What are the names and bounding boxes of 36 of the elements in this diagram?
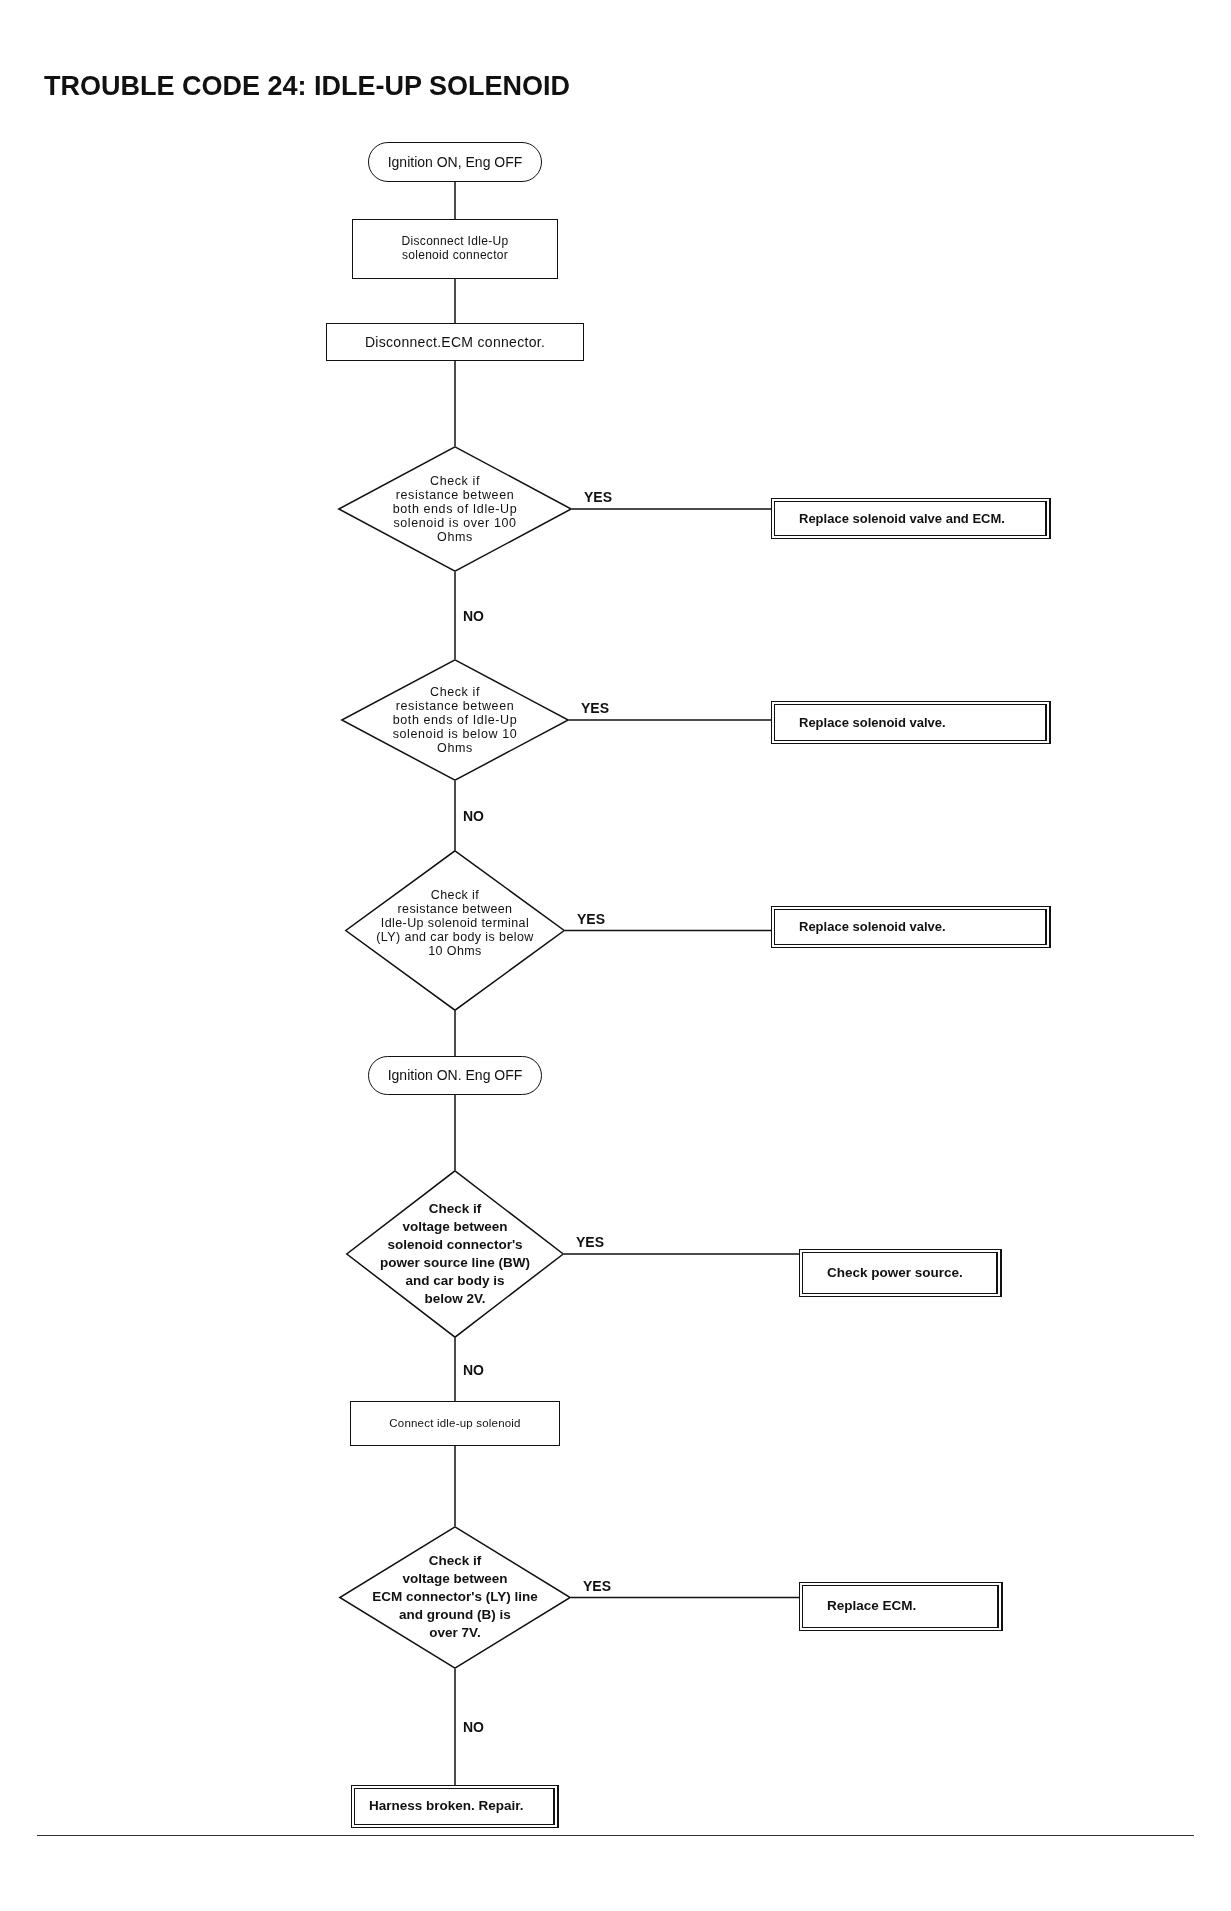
edge-label: YES	[574, 1234, 606, 1250]
process-box: Disconnect.ECM connector.	[326, 323, 584, 361]
result-box: Check power source.	[799, 1249, 1002, 1297]
flow-line	[454, 1668, 456, 1786]
flow-line	[454, 360, 456, 447]
flow-line	[454, 1445, 456, 1527]
flow-line	[454, 278, 456, 324]
flow-line	[454, 571, 456, 660]
edge-label: YES	[582, 489, 614, 505]
decision-diamond: Check if voltage between solenoid connector's power source line (BW) and car body is below 2V.	[346, 1170, 564, 1338]
terminal-pill: Ignition ON. Eng OFF	[368, 1056, 542, 1095]
flow-line	[454, 1337, 456, 1402]
flow-line	[563, 1253, 800, 1255]
flow-line	[454, 1094, 456, 1171]
diagram-title: TROUBLE CODE 24: IDLE-UP SOLENOID	[44, 73, 571, 100]
decision-diamond: Check if resistance between Idle-Up solenoid terminal (LY) and car body is below 10 Ohms	[345, 850, 565, 1011]
flow-line	[454, 181, 456, 220]
result-box: Harness broken. Repair.	[351, 1785, 559, 1828]
process-box: Disconnect Idle-Up solenoid connector	[352, 219, 558, 279]
result-box: Replace solenoid valve and ECM.	[771, 498, 1051, 539]
flow-line	[571, 508, 772, 510]
edge-label: NO	[461, 1719, 486, 1735]
result-box: Replace solenoid valve.	[771, 701, 1051, 744]
process-box: Connect idle-up solenoid	[350, 1401, 560, 1446]
decision-diamond: Check if resistance between both ends of Idle-Up solenoid is over 100 Ohms	[338, 446, 572, 572]
flow-line	[564, 929, 772, 932]
result-box: Replace solenoid valve.	[771, 906, 1051, 948]
decision-diamond: Check if resistance between both ends of Idle-Up solenoid is below 10 Ohms	[341, 659, 569, 781]
flow-line	[454, 1010, 456, 1057]
flow-line	[570, 1596, 800, 1599]
terminal-pill: Ignition ON, Eng OFF	[368, 142, 542, 182]
flow-line	[568, 719, 772, 721]
result-box: Replace ECM.	[799, 1582, 1003, 1631]
decision-diamond: Check if voltage between ECM connector's (LY) line and ground (B) is over 7V.	[339, 1526, 571, 1669]
edge-label: YES	[579, 700, 611, 716]
flow-line	[454, 780, 456, 851]
